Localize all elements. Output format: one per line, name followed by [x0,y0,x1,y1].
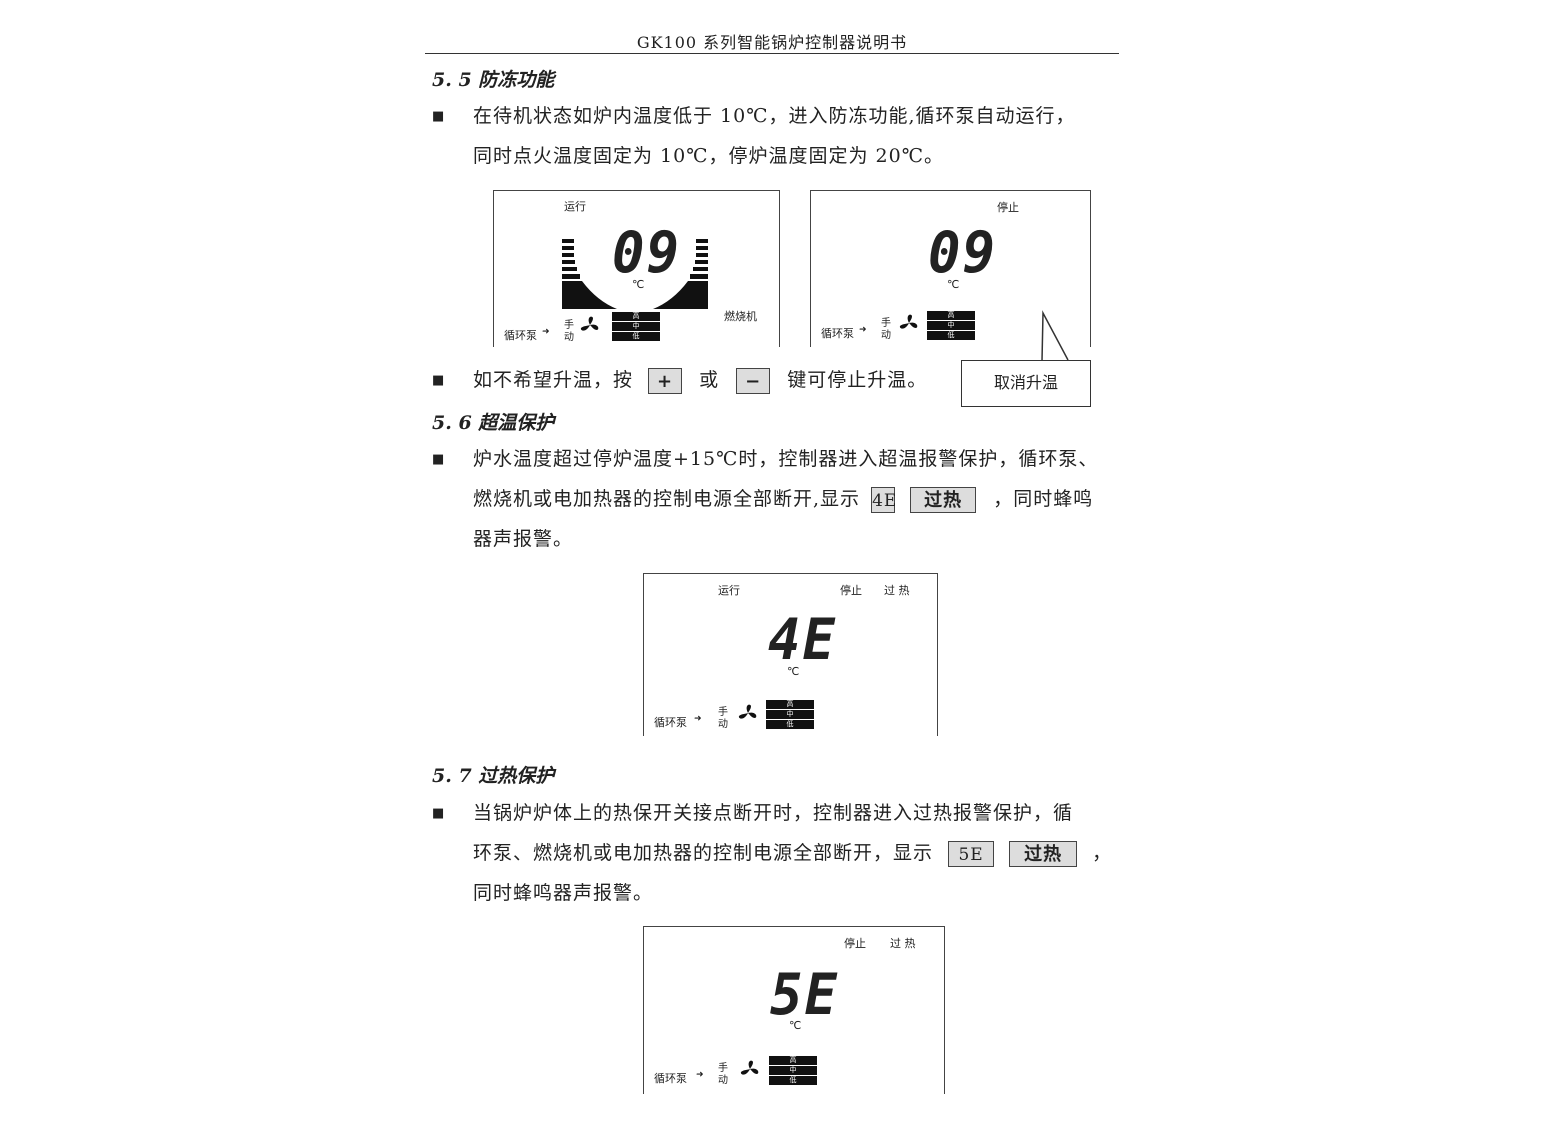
code-5e-badge: 5E [948,841,995,867]
lcd-label-manual-2: 动 [718,719,728,730]
lcd-label-manual-1: 手 [564,320,574,331]
lcd-label-pump: 循环泵 [654,716,687,729]
lcd-label-pump: 循环泵 [654,1072,687,1085]
pump-arrow-icon: ➜ [694,714,702,724]
text-or: 或 [699,369,720,391]
level-high: 高 [769,1056,817,1066]
fan-speed-levels: 高 中 低 [612,312,660,342]
code-4e-badge: 4E [871,487,896,513]
lcd-unit-celsius: ℃ [947,278,960,291]
level-mid: 中 [927,321,975,331]
paragraph-5-6-line-1: 炉水温度超过停炉温度+15℃时，控制器进入超温报警保护，循环泵、 [473,448,1099,470]
bullet-icon: ■ [432,452,445,467]
fan-icon [899,314,918,329]
level-low: 低 [927,331,975,341]
pump-arrow-icon: ➜ [542,327,550,337]
lcd-label-stopped: 停止 [997,201,1019,214]
fan-icon [740,1060,759,1075]
header-divider [425,53,1119,54]
text-5-7-line-2a: 环泵、燃烧机或电加热器的控制电源全部断开，显示 [473,842,934,864]
text-5-6-line-2b: ，同时蜂鸣 [993,488,1094,510]
lcd-display-running: 运行 09 ℃ 循环泵 ➜ 手 动 高 中 低 燃烧机 [493,190,780,347]
level-low: 低 [612,332,660,342]
lcd-label-pump: 循环泵 [504,329,537,342]
paragraph-5-7-line-2: 环泵、燃烧机或电加热器的控制电源全部断开，显示 5E 过热 ， [473,833,1112,873]
bullet-icon: ■ [432,373,445,388]
fan-icon [580,316,599,331]
lcd-display-over-temp: 运行 停止 过 热 4E ℃ 循环泵 ➜ 手 动 高 中 低 [643,573,938,736]
lcd-temperature-digits: 09 [612,219,682,286]
fan-speed-levels: 高 中 低 [927,311,975,341]
fan-icon [738,704,757,719]
level-high: 高 [766,700,814,710]
plus-key: + [648,368,683,394]
level-mid: 中 [612,322,660,332]
overheat-badge: 过热 [910,487,977,513]
paragraph-5-6-line-2: 燃烧机或电加热器的控制电源全部断开,显示 4E 过热 ，同时蜂鸣 [473,479,1093,519]
bullet-icon: ■ [432,109,445,124]
lcd-unit-celsius: ℃ [632,278,645,291]
paragraph-5-5-line-1: 在待机状态如炉内温度低于 10℃，进入防冻功能,循环泵自动运行， [473,105,1076,127]
level-mid: 中 [766,710,814,720]
lcd-label-manual-2: 动 [564,332,574,343]
level-low: 低 [769,1076,817,1086]
text-if-not-heat: 如不希望升温，按 [473,369,634,391]
callout-pointer [1041,310,1069,362]
fan-speed-levels: 高 中 低 [766,700,814,730]
section-heading-5-7: 5. 7 过热保护 [432,765,555,787]
minus-key: − [736,368,771,394]
lcd-label-manual-2: 动 [881,330,891,341]
lcd-unit-celsius: ℃ [789,1019,802,1032]
lcd-display-overheat: 停止 过 热 5E ℃ 循环泵 ➜ 手 动 高 中 低 [643,926,945,1094]
paragraph-5-7-line-1: 当锅炉炉体上的热保开关接点断开时，控制器进入过热报警保护，循 [473,802,1074,824]
bullet-icon: ■ [432,806,445,821]
lcd-label-stopped: 停止 [844,937,866,950]
fan-speed-levels: 高 中 低 [769,1056,817,1086]
paragraph-5-5-keys: 如不希望升温，按 + 或 − 键可停止升温。 [473,360,927,400]
lcd-unit-celsius: ℃ [787,665,800,678]
lcd-label-manual-2: 动 [718,1075,728,1086]
pump-arrow-icon: ➜ [696,1070,704,1080]
overheat-badge: 过热 [1009,841,1078,867]
text-5-7-line-2b: ， [1092,842,1113,864]
lcd-error-code: 5E [770,961,840,1028]
lcd-label-running: 运行 [718,584,740,597]
level-high: 高 [927,311,975,321]
lcd-label-pump: 循环泵 [821,327,854,340]
lcd-label-manual-1: 手 [881,318,891,329]
callout-cancel-heating: 取消升温 [961,360,1091,407]
lcd-temperature-digits: 09 [928,219,998,286]
lcd-label-stopped: 停止 [840,584,862,597]
lcd-label-overheat: 过 热 [884,584,910,597]
paragraph-5-5-line-2: 同时点火温度固定为 10℃，停炉温度固定为 20℃。 [473,145,944,167]
level-mid: 中 [769,1066,817,1076]
lcd-label-running: 运行 [564,200,586,213]
level-low: 低 [766,720,814,730]
text-5-6-line-2a: 燃烧机或电加热器的控制电源全部断开,显示 [473,488,861,510]
lcd-label-manual-1: 手 [718,1063,728,1074]
section-heading-5-6: 5. 6 超温保护 [432,412,555,434]
paragraph-5-7-line-3: 同时蜂鸣器声报警。 [473,882,654,904]
text-stop-heating: 键可停止升温。 [787,369,928,391]
document-title: GK100 系列智能锅炉控制器说明书 [636,33,908,52]
paragraph-5-6-line-3: 器声报警。 [473,528,574,550]
level-high: 高 [612,312,660,322]
lcd-label-overheat: 过 热 [890,937,916,950]
pump-arrow-icon: ➜ [859,325,867,335]
lcd-label-manual-1: 手 [718,707,728,718]
section-heading-5-5: 5. 5 防冻功能 [432,69,555,91]
lcd-error-code: 4E [768,606,838,673]
lcd-label-burner: 燃烧机 [724,310,757,323]
burner-level-arc [562,239,708,309]
